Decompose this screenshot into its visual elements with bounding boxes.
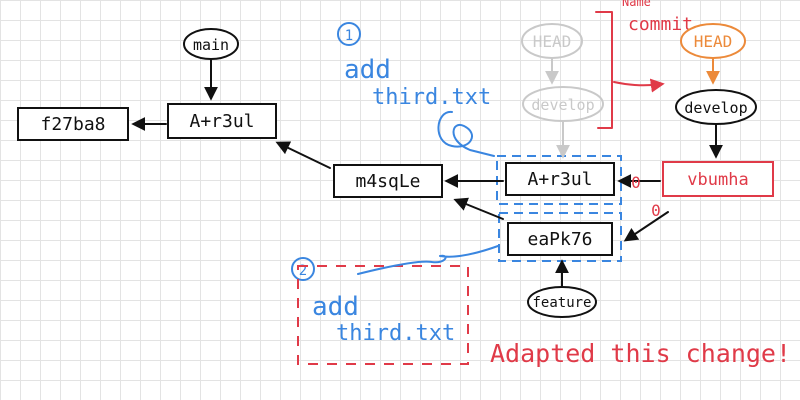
commit-label-main: A+r3ul: [189, 111, 254, 132]
commit-box-middle: [333, 164, 443, 198]
step2-number: 2: [299, 263, 307, 279]
arrow-new-to-feature: [623, 211, 669, 242]
commit-box-new: [662, 161, 774, 197]
commit-label-copy: A+r3ul: [527, 169, 592, 190]
commit-label-middle: m4sqLe: [355, 171, 420, 192]
step1-text-line2: third.txt: [372, 85, 491, 110]
commit-label-feature: eaPk76: [527, 229, 592, 250]
arrow-feature-to-middle: [453, 197, 504, 220]
marker-a: 0: [631, 173, 641, 192]
step1-connector: [437, 110, 495, 157]
ref-label-develop-old: develop: [531, 96, 594, 114]
adapted-note: Adapted this change!: [490, 339, 791, 368]
commit-label-new: vbumha: [687, 170, 748, 190]
step1-badge: [337, 22, 361, 46]
commit-box-root: [17, 107, 129, 141]
ref-label-feature: feature: [532, 295, 591, 311]
red-bracket-arrow: [613, 78, 665, 93]
commit-box-main: [167, 103, 277, 139]
ref-label-head-new: HEAD: [694, 32, 733, 51]
marker-b: 0: [651, 201, 661, 220]
red-bracket: [595, 11, 613, 129]
commit-label-root: f27ba8: [40, 114, 105, 135]
arrow-middle-to-main: [275, 141, 331, 169]
label-top-partial: Name: [622, 0, 651, 9]
ref-label-main: main: [193, 36, 229, 54]
commit-box-copy: [505, 162, 615, 196]
ref-label-develop-new: develop: [684, 99, 747, 117]
step2-dashed-box: [297, 265, 469, 365]
step1-number: 1: [345, 28, 353, 44]
step1-text-line1: add: [344, 55, 391, 85]
ref-label-head-old: HEAD: [533, 32, 572, 51]
step2-text-line2: third.txt: [336, 321, 455, 346]
label-commit: commit: [628, 14, 693, 35]
step2-badge: [291, 257, 315, 281]
step2-connector: [357, 245, 499, 275]
step2-text-line1: add: [312, 292, 359, 322]
commit-box-feature: [507, 222, 613, 256]
